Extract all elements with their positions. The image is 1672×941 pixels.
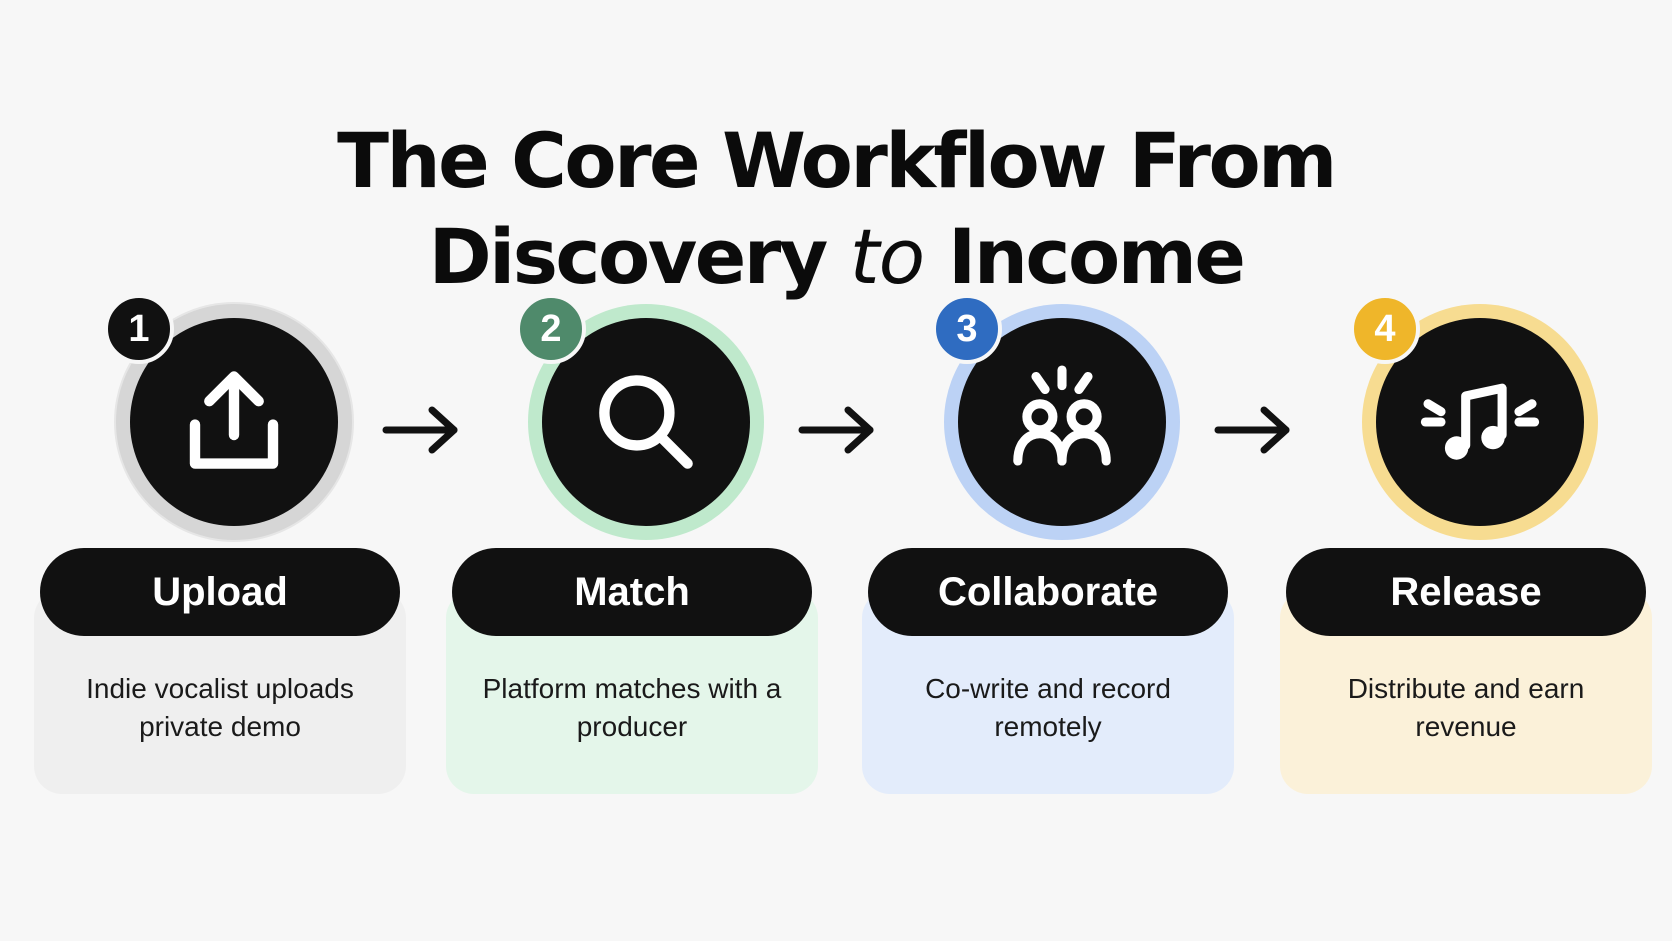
step-match: 2 Match Platform matches with a producer bbox=[446, 294, 826, 800]
step-collaborate: 3 Collaborate Co-write and record remote… bbox=[862, 294, 1242, 800]
step-description: Platform matches with a producer bbox=[482, 673, 782, 742]
step-number-badge: 1 bbox=[104, 294, 174, 364]
step-release: 4 Release Distribute and earn revenue bbox=[1280, 294, 1660, 800]
title-word-discovery: Discovery bbox=[428, 211, 829, 301]
people-icon bbox=[1013, 365, 1111, 466]
step-description: Distribute and earn revenue bbox=[1347, 673, 1585, 742]
step-label: Match bbox=[452, 548, 812, 636]
title-line-1: The Core Workflow From bbox=[337, 115, 1337, 205]
title-word-income: Income bbox=[948, 211, 1246, 301]
step-number-badge: 3 bbox=[932, 294, 1002, 364]
arrow-right-icon bbox=[798, 406, 874, 454]
step-label: Release bbox=[1286, 548, 1646, 636]
upload-icon bbox=[189, 371, 279, 469]
title-word-to: to bbox=[849, 211, 925, 301]
step-label: Collaborate bbox=[868, 548, 1228, 636]
page-title: The Core Workflow From Discovery to Inco… bbox=[0, 113, 1672, 305]
search-icon bbox=[599, 375, 693, 469]
arrow-right-icon bbox=[382, 406, 458, 454]
step-label: Upload bbox=[40, 548, 400, 636]
step-number-badge: 2 bbox=[516, 294, 586, 364]
step-number-badge: 4 bbox=[1350, 294, 1420, 364]
step-description: Indie vocalist uploads private demo bbox=[86, 673, 354, 742]
title-line-2: Discovery to Income bbox=[0, 209, 1672, 305]
music-note-icon bbox=[1420, 383, 1540, 460]
step-description: Co-write and record remotely bbox=[925, 673, 1171, 742]
step-upload: 1 Upload Indie vocalist uploads private … bbox=[34, 294, 414, 800]
arrow-right-icon bbox=[1214, 406, 1290, 454]
